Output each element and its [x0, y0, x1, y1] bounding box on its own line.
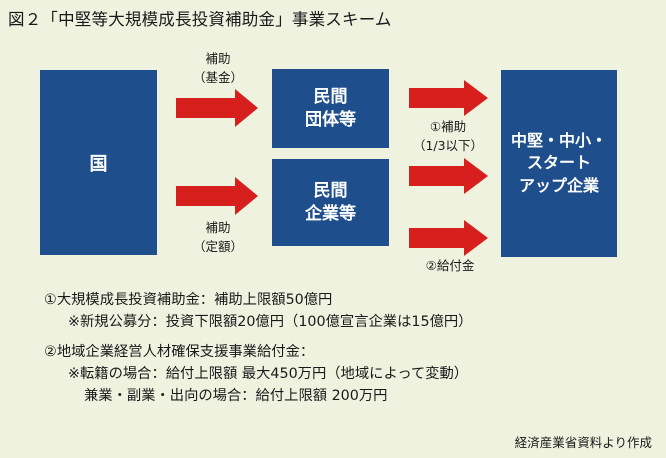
label-subsidy-fund-line-1: 補助 — [205, 51, 231, 66]
label-subsidy-third: ①補助 （1/3以下） — [402, 117, 494, 156]
country-box: 国 — [40, 70, 157, 255]
private-org-line-1: 民間 — [313, 86, 348, 107]
label-subsidy-fixed-line-1: 補助 — [205, 220, 231, 235]
label-subsidy-third-line-1: ①補助 — [429, 119, 467, 134]
arrow-corp-to-smes-2 — [409, 220, 488, 256]
arrow-country-to-org — [176, 89, 258, 127]
private-corp-line-2: 企業等 — [305, 203, 356, 224]
sme-line-1: 中堅・中小・ — [510, 130, 607, 150]
private-org-box: 民間 団体等 — [272, 69, 389, 148]
note-subsidy-cap: ①大規模成長投資補助金：補助上限額50億円 — [44, 292, 333, 308]
sme-startup-box: 中堅・中小・ スタート アップ企業 — [501, 70, 617, 257]
note-transfer: ※転籍の場合：給付上限額 最大450万円（地域によって変動） — [68, 366, 469, 382]
label-subsidy-fixed-line-2: （定額） — [192, 239, 243, 255]
label-subsidy-third-line-2: （1/3以下） — [412, 138, 484, 154]
label-subsidy-fund: 補助 （基金） — [183, 49, 253, 88]
label-grant: ②給付金 — [425, 258, 475, 273]
sme-line-2: スタート — [526, 153, 591, 173]
arrow-corp-to-smes-1 — [409, 158, 488, 194]
arrow-org-to-smes — [409, 80, 488, 116]
figure-title: 図２「中堅等大規模成長投資補助金」事業スキーム — [8, 10, 392, 29]
arrow-country-to-corp — [176, 177, 258, 215]
label-subsidy-fund-line-2: （基金） — [192, 70, 243, 86]
label-subsidy-fixed: 補助 （定額） — [183, 218, 253, 257]
private-corp-box: 民間 企業等 — [272, 159, 389, 246]
notes: ①大規模成長投資補助金：補助上限額50億円 ※新規公募分：投資下限額20億円（1… — [44, 289, 472, 407]
note-new-call: ※新規公募分：投資下限額20億円（100億宣言企業は15億円） — [68, 314, 473, 330]
source-note: 経済産業省資料より作成 — [514, 435, 652, 450]
country-label: 国 — [89, 153, 108, 175]
note-side-job: 兼業・副業・出向の場合：給付上限額 200万円 — [84, 388, 388, 404]
private-org-line-2: 団体等 — [305, 109, 356, 130]
sme-line-3: アップ企業 — [518, 175, 599, 195]
private-corp-line-1: 民間 — [313, 180, 348, 201]
note-grant-title: ②地域企業経営人材確保支援事業給付金： — [44, 344, 315, 360]
